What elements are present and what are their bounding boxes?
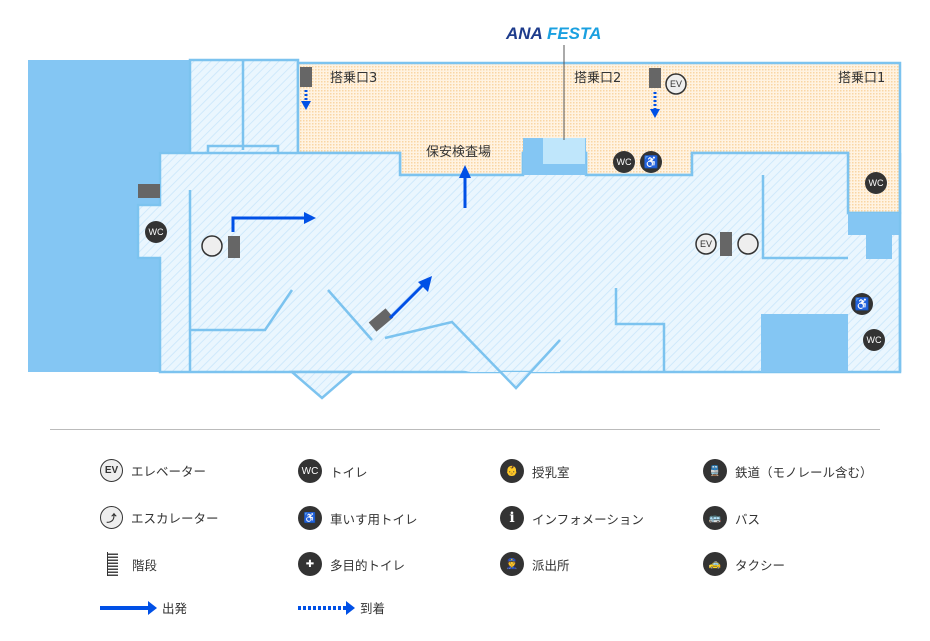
floor-map: 搭乗口3 搭乗口2 搭乗口1 保安検査場 WC ♿ WC WC ♿ WC EV …	[28, 45, 902, 400]
wc-icon: WC	[617, 157, 632, 167]
legend-departure: 出発	[100, 598, 187, 617]
train-icon: 🚆	[703, 459, 727, 483]
wc-icon: WC	[869, 178, 884, 188]
gate-3-label: 搭乗口3	[330, 70, 377, 86]
security-checkpoint-label: 保安検査場	[426, 145, 491, 160]
gate-2-label: 搭乗口2	[574, 70, 621, 86]
legend-train: 🚆鉄道（モノレール含む）	[703, 459, 873, 483]
bottom-wing-right	[372, 322, 560, 388]
legend-arrival: 到着	[298, 598, 385, 617]
ana-festa-shop	[543, 138, 585, 164]
escalator-icon	[737, 233, 759, 255]
wheelchair-icon: ♿	[644, 155, 659, 169]
legend-wheelchair-toilet: ♿車いす用トイレ	[298, 506, 418, 530]
gate-1-label: 搭乗口1	[838, 70, 885, 86]
escalator-icon: ⤴	[100, 506, 123, 529]
legend-multipurpose-toilet: ✚多目的トイレ	[298, 552, 405, 576]
ana-festa-logo: ANA FESTA	[506, 24, 602, 43]
legend-nursing-room: 👶授乳室	[500, 459, 570, 483]
bus-icon: 🚌	[703, 506, 727, 530]
toilet-icon: WC	[298, 459, 322, 483]
stairs-icon	[107, 552, 118, 576]
escalator-icon	[201, 235, 223, 257]
elevator-icon: EV	[100, 459, 123, 482]
elevator-icon: EV	[670, 79, 682, 89]
wc-icon: WC	[149, 227, 164, 237]
legend-taxi: 🚕タクシー	[703, 552, 785, 576]
legend-stairs: 階段	[100, 552, 157, 576]
wheelchair-icon: ♿	[855, 297, 870, 311]
elevator-icon: EV	[700, 239, 712, 249]
legend-escalator: ⤴エスカレーター	[100, 506, 219, 529]
departure-arrow-icon	[100, 600, 157, 615]
legend-bus: 🚌バス	[703, 506, 760, 530]
arrival-arrow-icon	[298, 600, 355, 615]
wheelchair-icon: ♿	[298, 506, 322, 530]
bottom-wing-left	[288, 370, 356, 400]
taxi-icon: 🚕	[703, 552, 727, 576]
stairs-icons	[138, 67, 732, 332]
police-box-icon: 👮	[500, 552, 524, 576]
divider	[50, 429, 880, 430]
multipurpose-toilet-icon: ✚	[298, 552, 322, 576]
wc-icon: WC	[867, 335, 882, 345]
information-icon: i	[500, 506, 524, 530]
legend-police-box: 👮派出所	[500, 552, 570, 576]
solid-area-bottom-right	[761, 314, 848, 372]
nursing-room-icon: 👶	[500, 459, 524, 483]
